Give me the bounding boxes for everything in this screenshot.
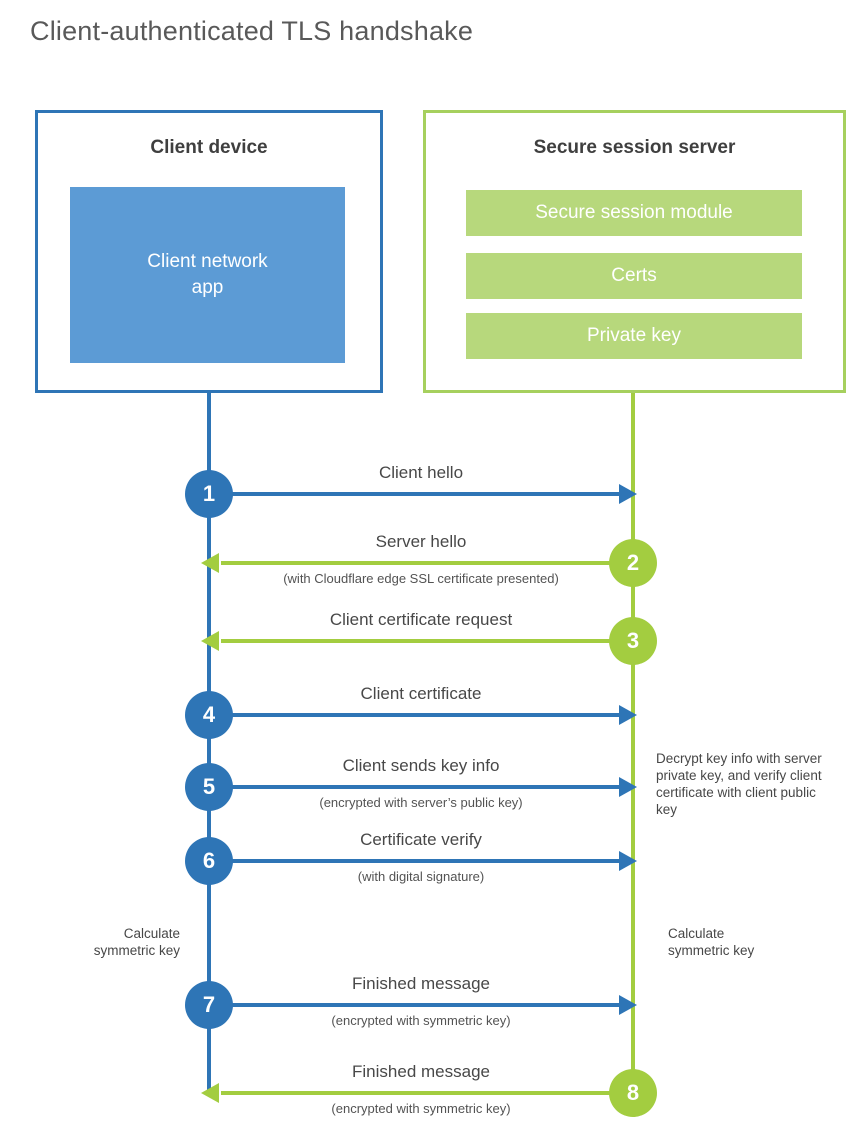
step-1-badge: 1 [185, 470, 233, 518]
decrypt-key-note: Decrypt key info with server private key… [656, 751, 822, 817]
step-1-label: Client hello [378, 463, 464, 482]
step-8-row: Finished message 8 (encrypted with symme… [185, 1062, 657, 1117]
step-6-label: Certificate verify [360, 830, 482, 849]
step-8-sublabel: (encrypted with symmetric key) [331, 1101, 511, 1116]
step-6-arrowhead-icon [619, 851, 637, 871]
step-5-row: Client sends key info 5 (encrypted with … [185, 756, 657, 811]
step-3-badge: 3 [609, 617, 657, 665]
step-7-arrowhead-icon [619, 995, 637, 1015]
client-device-box: Client device Client network app [35, 110, 383, 393]
client-network-app-box: Client network app [70, 187, 345, 363]
client-device-title: Client device [150, 137, 268, 158]
step-7-row: Finished message 7 (encrypted with symme… [185, 974, 657, 1029]
step-2-label: Server hello [375, 532, 467, 551]
step-1-row: Client hello 1 [185, 463, 657, 518]
step-7-label: Finished message [352, 974, 490, 993]
calculate-symmetric-key-server: Calculate symmetric key [668, 926, 755, 958]
step-7-arrow-line [231, 1003, 621, 1007]
secure-session-server-box: Secure session server Secure session mod… [423, 110, 846, 393]
step-7-badge: 7 [185, 981, 233, 1029]
step-4-label: Client certificate [360, 684, 482, 703]
step-5-label: Client sends key info [342, 756, 500, 775]
server-lifeline [631, 393, 635, 1095]
step-8-label: Finished message [352, 1062, 490, 1081]
step-8-arrow-line [221, 1091, 611, 1095]
step-5-arrowhead-icon [619, 777, 637, 797]
step-5-arrow-line [231, 785, 621, 789]
step-6-sublabel: (with digital signature) [357, 869, 485, 884]
step-3-row: Client certificate request 3 [185, 610, 657, 665]
step-8-badge: 8 [609, 1069, 657, 1117]
calculate-symmetric-key-client: Calculate symmetric key [93, 926, 180, 958]
step-2-row: Server hello 2 (with Cloudflare edge SSL… [185, 532, 657, 587]
server-module-private-key: Private key [466, 313, 802, 359]
step-4-badge: 4 [185, 691, 233, 739]
step-6-arrow-line [231, 859, 621, 863]
server-module-certs: Certs [466, 253, 802, 299]
step-2-arrowhead-icon [201, 553, 219, 573]
step-6-badge: 6 [185, 837, 233, 885]
server-module-secure-session: Secure session module [466, 190, 802, 236]
step-2-sublabel: (with Cloudflare edge SSL certificate pr… [283, 571, 559, 586]
step-8-arrowhead-icon [201, 1083, 219, 1103]
secure-session-server-title: Secure session server [533, 137, 736, 158]
step-4-row: Client certificate 4 [185, 684, 657, 739]
step-3-label: Client certificate request [329, 610, 513, 629]
client-lifeline [207, 393, 211, 1095]
step-3-arrow-line [221, 639, 611, 643]
step-1-arrowhead-icon [619, 484, 637, 504]
client-network-app-label: Client network app [147, 251, 268, 298]
step-2-badge: 2 [609, 539, 657, 587]
step-6-row: Certificate verify 6 (with digital signa… [185, 830, 657, 885]
step-2-arrow-line [221, 561, 611, 565]
step-5-sublabel: (encrypted with server’s public key) [319, 795, 523, 810]
step-5-badge: 5 [185, 763, 233, 811]
step-7-sublabel: (encrypted with symmetric key) [331, 1013, 511, 1028]
step-3-arrowhead-icon [201, 631, 219, 651]
page-title: Client-authenticated TLS handshake [30, 16, 474, 46]
step-4-arrowhead-icon [619, 705, 637, 725]
step-4-arrow-line [231, 713, 621, 717]
step-1-arrow-line [231, 492, 621, 496]
